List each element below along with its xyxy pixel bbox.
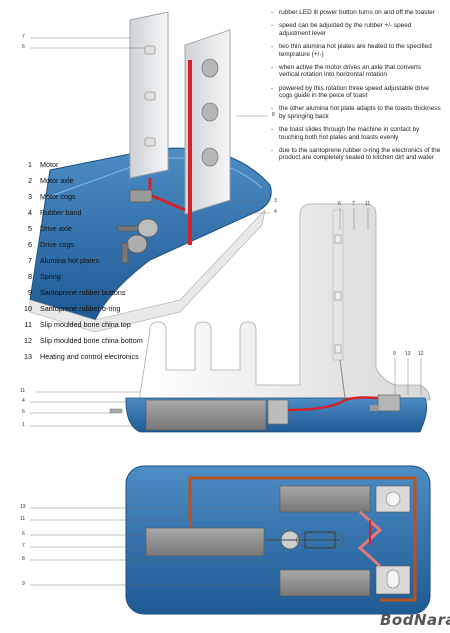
leader-lines-mid <box>30 208 422 427</box>
callout-number: 8 <box>272 112 275 118</box>
callout-number: 6 <box>22 44 25 50</box>
china-body <box>139 203 431 401</box>
callout-number: 6 <box>22 409 25 415</box>
callout-number: 11 <box>20 516 26 522</box>
side-section <box>109 203 431 433</box>
leader-lines-top <box>30 37 270 214</box>
callout-number: 6 <box>22 531 25 537</box>
callout-number: 7 <box>22 543 25 549</box>
drive-cogs <box>201 58 219 167</box>
callout-number: 11 <box>20 388 26 394</box>
note-item: -the other alumina hot plate adapts to t… <box>271 105 441 120</box>
callout-number: 4 <box>22 398 25 404</box>
note-item: -speed can be adjusted by the rubber +/-… <box>271 22 412 37</box>
callout-number: 8 <box>22 556 25 562</box>
motor <box>117 189 159 264</box>
top-view <box>125 465 431 615</box>
callout-number: 12 <box>418 351 424 357</box>
hot-plate-top-b <box>279 569 371 597</box>
callout-number: 4 <box>274 209 277 215</box>
note-item: -when active the motor drives an axle th… <box>271 63 422 79</box>
callout-number: 1 <box>22 422 25 428</box>
callout-number: 6 <box>338 201 341 207</box>
callout-number: 9 <box>22 581 25 587</box>
callout-number: 9 <box>393 351 396 357</box>
exploded-view <box>29 11 272 333</box>
electronics-box <box>377 394 401 412</box>
note-item: -rubber LED lit power button turns on an… <box>271 9 435 16</box>
hot-plate-top-a <box>279 485 371 513</box>
motor-top-view <box>145 527 265 557</box>
note-item: -two thin alumina hot plates are heated … <box>271 42 432 58</box>
feature-notes: -rubber LED lit power button turns on an… <box>271 9 441 168</box>
note-item: -powered by this rotation three speed ad… <box>271 84 429 100</box>
callout-number: 13 <box>20 504 26 510</box>
callout-number: 11 <box>365 201 371 207</box>
note-item: -due to the santoprene rubber o-ring the… <box>271 146 441 162</box>
motor-housing <box>145 399 267 431</box>
callout-number: 13 <box>405 351 411 357</box>
red-cable <box>287 396 396 412</box>
copper-wire <box>188 476 417 602</box>
hot-plate-right <box>184 29 231 215</box>
leader-lines-bottom <box>30 507 280 586</box>
brand-watermark: BodNara <box>380 611 450 629</box>
note-item: -the toast slides through the machine in… <box>271 126 420 141</box>
callout-number: 3 <box>274 198 277 204</box>
callout-number: 7 <box>352 201 355 207</box>
callout-number: 7 <box>22 34 25 40</box>
